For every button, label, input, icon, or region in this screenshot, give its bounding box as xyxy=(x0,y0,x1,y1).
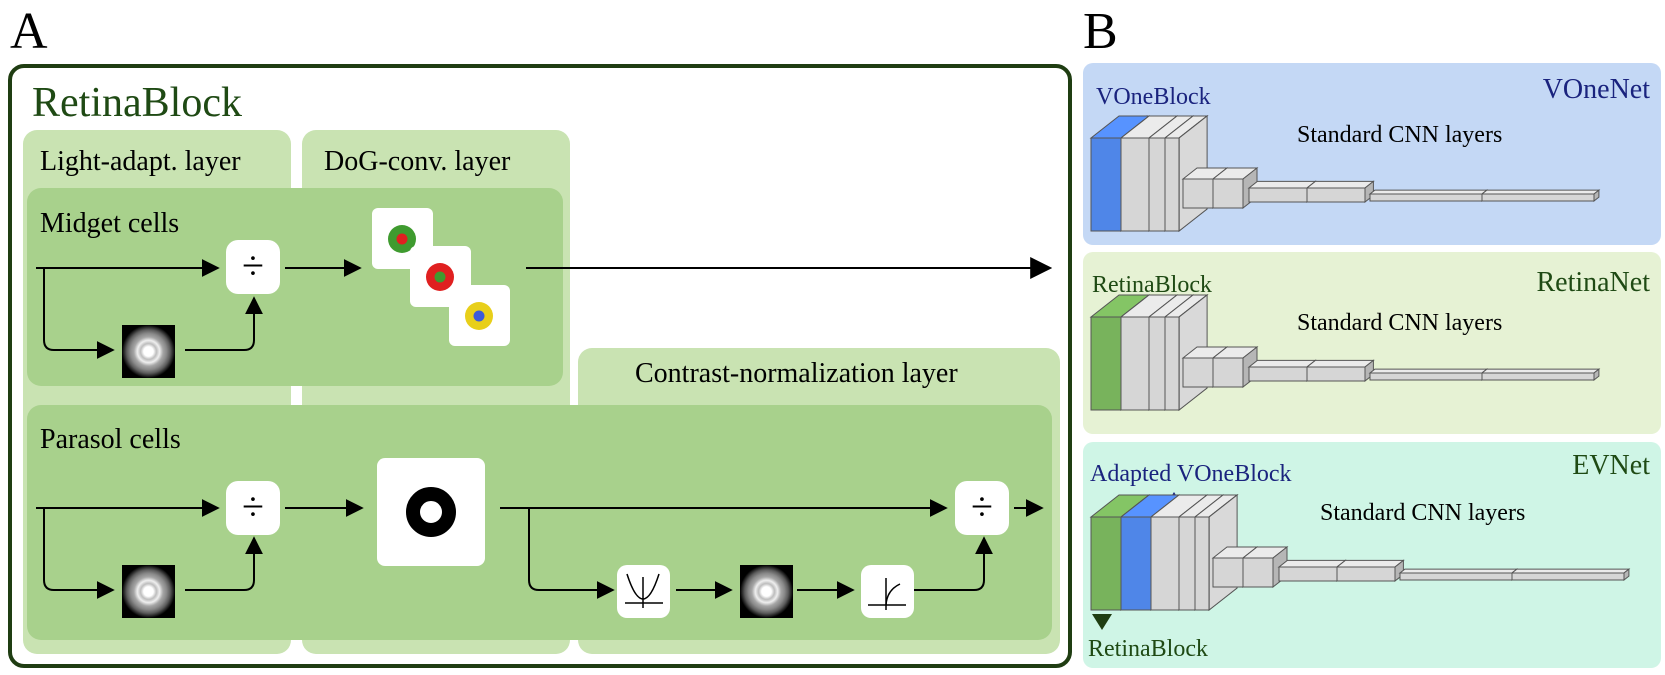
net2-slab-2-front xyxy=(1164,316,1180,411)
net1-slab-1-front xyxy=(1148,137,1166,232)
net1-out-a-top xyxy=(1368,189,1489,195)
voonenet-block-label: VOneBlock xyxy=(1096,84,1211,110)
net1-out-b-top xyxy=(1480,189,1601,195)
net2-fc-b-front xyxy=(1306,366,1366,382)
net2-out-b-top xyxy=(1480,368,1601,374)
net2-fc-a-front xyxy=(1248,366,1308,382)
net2-fc-a-top xyxy=(1247,359,1317,368)
parasol-gaussian-kernel xyxy=(122,565,175,618)
retinanet-block-label: RetinaBlock xyxy=(1092,272,1212,298)
net3-conv-b-front xyxy=(1242,557,1274,588)
net1-conv-b-front xyxy=(1212,178,1244,209)
contrast-divide-symbol: ÷ xyxy=(971,484,993,529)
midget-gaussian-kernel xyxy=(122,325,175,378)
net3-out-b-top xyxy=(1510,568,1631,574)
evnet-retina-label: RetinaBlock xyxy=(1088,636,1208,662)
net3-out-b-front xyxy=(1511,572,1625,581)
net3-fc-a-front xyxy=(1278,566,1338,582)
net2-conv-a-front xyxy=(1182,357,1214,388)
midget-flow xyxy=(36,257,1053,359)
voonenet-cnn-label: Standard CNN layers xyxy=(1297,122,1502,148)
evnet-cnn-label: Standard CNN layers xyxy=(1320,500,1525,526)
sqrt-function-icon xyxy=(868,578,906,610)
midget-cells-label: Midget cells xyxy=(40,208,179,239)
evnet-network xyxy=(1089,493,1631,612)
net1-fc-a-top xyxy=(1247,180,1317,189)
midget-divide-symbol: ÷ xyxy=(242,243,264,288)
evnet-retina-pointer xyxy=(1092,614,1112,630)
net2-out-a-top xyxy=(1368,368,1489,374)
retinanet-panel xyxy=(1083,252,1661,434)
net2-slab-0-front xyxy=(1120,316,1150,411)
net3-slab-0-front xyxy=(1150,516,1180,611)
net1-fc-a-front xyxy=(1248,187,1308,203)
dog-ring-kernel xyxy=(377,458,485,566)
evnet-block-label: Adapted VOneBlock xyxy=(1090,461,1292,487)
contrast-divide-box xyxy=(955,481,1009,535)
net3-slab-1-front xyxy=(1178,516,1196,611)
net1-slab-0-front xyxy=(1120,137,1150,232)
net2-slab-1-front xyxy=(1148,316,1166,411)
net3-fc-b-front xyxy=(1336,566,1396,582)
net3-input-slab-1-front xyxy=(1120,516,1152,611)
net2-input-slab-0-front xyxy=(1090,316,1122,411)
parasol-cells-label: Parasol cells xyxy=(40,424,181,455)
net1-out-a-front xyxy=(1369,193,1483,202)
panel-a-letter: A xyxy=(10,3,48,60)
square-function-icon xyxy=(625,573,663,608)
sqrt-function-box xyxy=(861,565,914,618)
voonenet-name: VOneNet xyxy=(1543,74,1651,105)
light-adapt-layer-label: Light-adapt. layer xyxy=(40,146,241,177)
parasol-divide-symbol: ÷ xyxy=(242,484,264,529)
panel-b-letter: B xyxy=(1083,3,1118,60)
parasol-divide-box xyxy=(226,481,280,535)
net1-out-b-front xyxy=(1481,193,1595,202)
net3-input-slab-0-front xyxy=(1090,516,1122,611)
net2-out-b-front xyxy=(1481,372,1595,381)
net2-out-a-front xyxy=(1369,372,1483,381)
retinanet-network xyxy=(1089,293,1601,412)
evnet-name: EVNet xyxy=(1572,450,1650,481)
net3-out-a-top xyxy=(1398,568,1519,574)
net1-fc-b-front xyxy=(1306,187,1366,203)
net3-out-a-front xyxy=(1399,572,1513,581)
retinanet-cnn-label: Standard CNN layers xyxy=(1297,310,1502,336)
net3-fc-b-top xyxy=(1335,559,1405,568)
parasol-flow xyxy=(36,499,1044,599)
net2-fc-b-top xyxy=(1305,359,1375,368)
retinablock-title: RetinaBlock xyxy=(32,80,242,126)
dog-color-kernels xyxy=(372,208,510,346)
parasol-cells-row xyxy=(27,405,1052,640)
net3-fc-a-top xyxy=(1277,559,1347,568)
net2-conv-b-front xyxy=(1212,357,1244,388)
midget-divide-box xyxy=(226,240,280,294)
contrast-norm-layer-label: Contrast-normalization layer xyxy=(635,358,958,389)
net3-slab-2-front xyxy=(1194,516,1210,611)
contrast-gaussian-kernel xyxy=(740,565,793,618)
net3-conv-a-front xyxy=(1212,557,1244,588)
retinanet-name: RetinaNet xyxy=(1536,267,1650,298)
net1-slab-2-front xyxy=(1164,137,1180,232)
net1-fc-b-top xyxy=(1305,180,1375,189)
net1-conv-a-front xyxy=(1182,178,1214,209)
voonenet-network xyxy=(1089,114,1601,233)
net1-input-slab-0-front xyxy=(1090,137,1122,232)
dog-conv-layer-label: DoG-conv. layer xyxy=(324,146,511,177)
